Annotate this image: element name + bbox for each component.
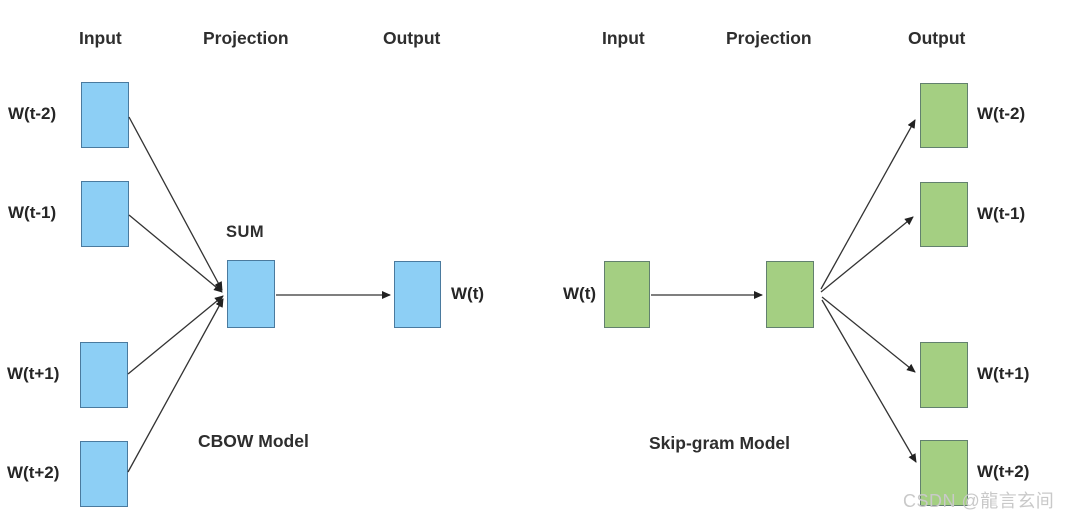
arrow-skipgram-projection-to-wt-2	[820, 119, 916, 290]
skipgram-header-output: Output	[908, 28, 966, 48]
skipgram-output-label-wt-2: W(t-2)	[977, 104, 1026, 123]
skipgram-header-input: Input	[602, 28, 645, 48]
cbow-output-box	[394, 261, 441, 328]
cbow-header-input: Input	[79, 28, 122, 48]
skipgram-output-box-wt+1	[920, 342, 968, 408]
cbow-output-label: W(t)	[451, 284, 485, 303]
skipgram-output-box-wt-2	[920, 83, 968, 148]
skipgram-header-projection: Projection	[726, 28, 812, 48]
skipgram-projection-box	[766, 261, 814, 328]
cbow-caption: CBOW Model	[198, 431, 309, 451]
csdn-watermark: CSDN @龍言玄间	[903, 491, 1055, 511]
skipgram-output-box-wt-1	[920, 182, 968, 247]
skipgram-input-box	[604, 261, 650, 328]
arrow-skipgram-projection-to-wt-1	[820, 216, 914, 293]
skipgram-caption: Skip-gram Model	[649, 433, 790, 453]
cbow-input-box-wt+2	[80, 441, 128, 507]
cbow-input-label-wt+2: W(t+2)	[7, 463, 60, 482]
cbow-input-box-wt-1	[81, 181, 129, 247]
arrow-skipgram-projection-to-wt+2	[821, 299, 917, 463]
skipgram-input-label: W(t)	[563, 284, 597, 303]
arrow-cbow-wt+1-to-projection	[127, 295, 224, 375]
skipgram-output-box-wt+2	[920, 440, 968, 506]
cbow-input-box-wt+1	[80, 342, 128, 408]
cbow-input-label-wt+1: W(t+1)	[7, 364, 60, 383]
cbow-header-output: Output	[383, 28, 441, 48]
skipgram-output-label-wt+1: W(t+1)	[977, 364, 1030, 383]
arrow-cbow-wt-1-to-projection	[128, 214, 223, 293]
cbow-input-label-wt-2: W(t-2)	[8, 104, 57, 123]
cbow-input-label-wt-1: W(t-1)	[8, 203, 57, 222]
arrow-cbow-wt-2-to-projection	[128, 116, 223, 291]
cbow-input-box-wt-2	[81, 82, 129, 148]
cbow-projection-box	[227, 260, 275, 328]
cbow-header-projection: Projection	[203, 28, 289, 48]
cbow-sum-label: SUM	[226, 223, 265, 241]
arrow-skipgram-projection-to-wt+1	[821, 296, 916, 373]
skipgram-output-label-wt+2: W(t+2)	[977, 462, 1030, 481]
skipgram-output-label-wt-1: W(t-1)	[977, 204, 1026, 223]
